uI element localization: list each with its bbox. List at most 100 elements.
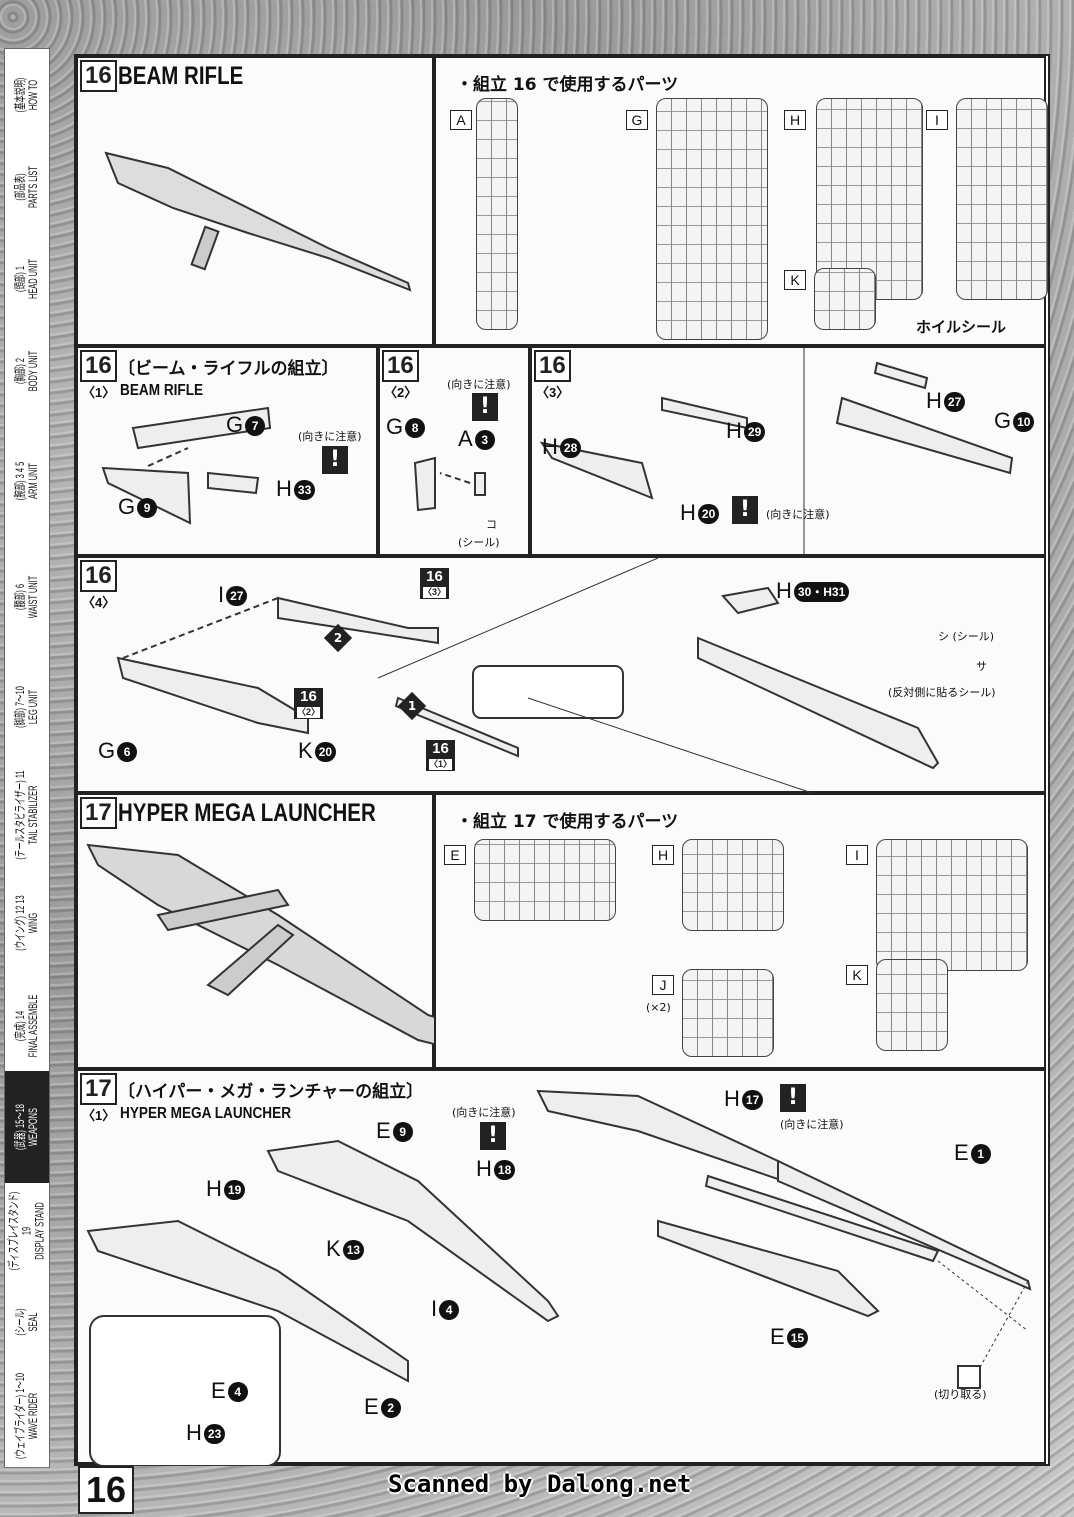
- sidebar-tab[interactable]: (部品表)PARTS LIST: [5, 141, 49, 234]
- rifle-final-assembly-diagram: [116, 558, 940, 795]
- substep-label: 〈1〉: [82, 1108, 116, 1123]
- part-runner-letter: G: [226, 412, 244, 437]
- rifle-parts-diagram: [101, 406, 272, 525]
- part-number: 20: [314, 742, 337, 762]
- runner-sprue: [816, 98, 923, 300]
- runner-sprue: [474, 839, 616, 921]
- runner-label: K: [846, 965, 868, 985]
- order-marker: 2: [323, 623, 353, 653]
- scan-credit: Scanned by Dalong.net: [388, 1470, 692, 1498]
- caution-icon: !: [780, 1084, 806, 1112]
- part-runner-letter: H: [926, 388, 942, 413]
- sidebar-tab[interactable]: (シール)SEAL: [5, 1279, 49, 1366]
- orientation-note: (向きに注意): [766, 508, 830, 521]
- substep-label: 〈4〉: [82, 595, 116, 610]
- part-runner-letter: E: [211, 1378, 226, 1403]
- sidebar-tab[interactable]: (基本説明)HOW TO: [5, 49, 49, 142]
- part-number: 4: [227, 1382, 248, 1402]
- parts-heading: ・組立 16 で使用するパーツ: [456, 75, 679, 95]
- part-runner-letter: A: [458, 426, 473, 451]
- assembly-title: 〔ハイパー・メガ・ランチャーの組立〕: [118, 1082, 424, 1102]
- runner-sprue: [682, 839, 784, 931]
- step16-3-panel: 16 〈3〉: [530, 346, 1046, 558]
- caution-icon: !: [732, 496, 758, 524]
- part-number: 27: [943, 392, 966, 412]
- tab-label-en: WEAPONS: [26, 1107, 40, 1147]
- runner-label: G: [626, 110, 648, 130]
- sight-parts-diagram: [413, 456, 486, 512]
- runner-sprue: [876, 959, 948, 1051]
- part-runner-letter: E: [364, 1394, 379, 1419]
- cut-off-icon: [957, 1365, 981, 1389]
- part-runner-letter: I: [431, 1296, 438, 1321]
- parts-heading: ・組立 17 で使用するパーツ: [456, 812, 679, 832]
- seal-sa-label: サ: [976, 660, 987, 673]
- assembly-title: 〔ビーム・ライフルの組立〕: [118, 359, 339, 379]
- ref-substep: 〈3〉: [422, 586, 448, 599]
- page-number: 16: [78, 1466, 134, 1514]
- part-runner-letter: G: [994, 408, 1012, 433]
- part-runner-letter: H: [476, 1156, 492, 1181]
- ref-substep: 〈1〉: [428, 758, 454, 771]
- part-number: 19: [223, 1180, 246, 1200]
- tab-label-en: WING: [26, 912, 40, 934]
- sidebar-tab-label: (基本説明)HOW TO: [13, 53, 40, 137]
- runner-label: A: [450, 110, 472, 130]
- step17-1-panel: 17 〈1〉 〔ハイパー・メガ・ランチャーの組立〕 HYPER MEGA LAU…: [76, 1069, 1046, 1466]
- part-runner-letter: H: [186, 1420, 202, 1445]
- part-runner-letter: G: [98, 738, 116, 763]
- order-marker: 1: [397, 691, 427, 721]
- part-number: 20: [697, 504, 720, 524]
- part-runner-letter: H: [206, 1176, 222, 1201]
- ref-substep: 〈2〉: [296, 706, 322, 719]
- runner-label: H: [784, 110, 806, 130]
- part-runner-letter: H: [680, 500, 696, 525]
- sidebar-tab-label: (部品表)PARTS LIST: [13, 145, 40, 229]
- runner-sprue: [656, 98, 768, 340]
- part-number: 4: [439, 1300, 460, 1320]
- step-number: 16: [80, 560, 117, 592]
- part-number: 1: [970, 1144, 991, 1164]
- part-number: 8: [405, 418, 426, 438]
- part-number: 3: [474, 430, 495, 450]
- runner-label: E: [444, 845, 466, 865]
- caution-icon: !: [472, 393, 498, 421]
- step-number: 16: [382, 350, 419, 382]
- orientation-note: (向きに注意): [298, 430, 362, 443]
- runner-label: K: [784, 270, 806, 290]
- seal-shi-label: シ (シール): [938, 630, 995, 643]
- hyper-mega-launcher-illustration: [86, 843, 436, 1046]
- substep-label: 〈1〉: [82, 385, 116, 400]
- runner-label: I: [926, 110, 948, 130]
